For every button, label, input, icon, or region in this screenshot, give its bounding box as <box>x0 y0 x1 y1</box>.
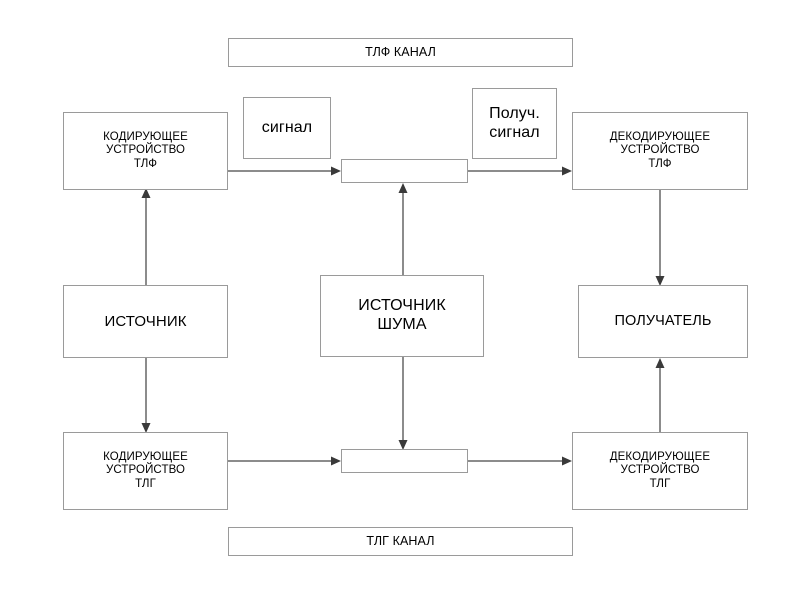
coder-device-tlg-label: КОДИРУЮЩЕЕ УСТРОЙСТВО ТЛГ <box>103 450 188 490</box>
edge-noise-to-medium-tlf <box>398 183 408 275</box>
signal-label-box: сигнал <box>243 97 331 159</box>
decoder-device-tlg-label: ДЕКОДИРУЮЩЕЕ УСТРОЙСТВО ТЛГ <box>609 450 711 490</box>
coder-device-tlf-label: КОДИРУЮЩЕЕ УСТРОЙСТВО ТЛФ <box>103 130 188 170</box>
edge-medium-to-decoder-tlf <box>468 166 572 176</box>
tlf-channel-label: ТЛФ КАНАЛ <box>365 45 436 60</box>
edge-medium-to-decoder-tlg <box>468 456 572 466</box>
decoder-device-tlf-box: ДЕКОДИРУЮЩЕЕ УСТРОЙСТВО ТЛФ <box>572 112 748 190</box>
tlg-channel-banner: ТЛГ КАНАЛ <box>228 527 573 556</box>
signal-label-text: сигнал <box>261 118 313 136</box>
noise-source-label: ИСТОЧНИК ШУМА <box>358 297 446 333</box>
edge-noise-to-medium-tlg <box>398 357 408 450</box>
receiver-label: ПОЛУЧАТЕЛЬ <box>614 312 712 329</box>
source-box: ИСТОЧНИК <box>63 285 228 358</box>
tlg-channel-label: ТЛГ КАНАЛ <box>366 534 435 549</box>
edge-source-to-coder-tlg <box>141 358 151 433</box>
coder-device-tlg-box: КОДИРУЮЩЕЕ УСТРОЙСТВО ТЛГ <box>63 432 228 510</box>
decoder-device-tlf-label: ДЕКОДИРУЮЩЕЕ УСТРОЙСТВО ТЛФ <box>609 130 711 170</box>
edge-source-to-coder-tlf <box>141 188 151 285</box>
source-label: ИСТОЧНИК <box>104 312 187 330</box>
transmission-medium-tlf-box <box>341 159 468 183</box>
edge-decoder-tlf-to-receiver <box>655 190 665 286</box>
tlf-channel-banner: ТЛФ КАНАЛ <box>228 38 573 67</box>
edge-decoder-tlg-to-receiver <box>655 358 665 432</box>
receiver-box: ПОЛУЧАТЕЛЬ <box>578 285 748 358</box>
decoder-device-tlg-box: ДЕКОДИРУЮЩЕЕ УСТРОЙСТВО ТЛГ <box>572 432 748 510</box>
noise-source-box: ИСТОЧНИК ШУМА <box>320 275 484 357</box>
received-signal-label-text: Получ. сигнал <box>489 104 540 141</box>
received-signal-label-box: Получ. сигнал <box>472 88 557 159</box>
edge-coder-tlg-to-medium <box>228 456 341 466</box>
transmission-medium-tlg-box <box>341 449 468 473</box>
edge-coder-tlf-to-medium <box>228 166 341 176</box>
coder-device-tlf-box: КОДИРУЮЩЕЕ УСТРОЙСТВО ТЛФ <box>63 112 228 190</box>
